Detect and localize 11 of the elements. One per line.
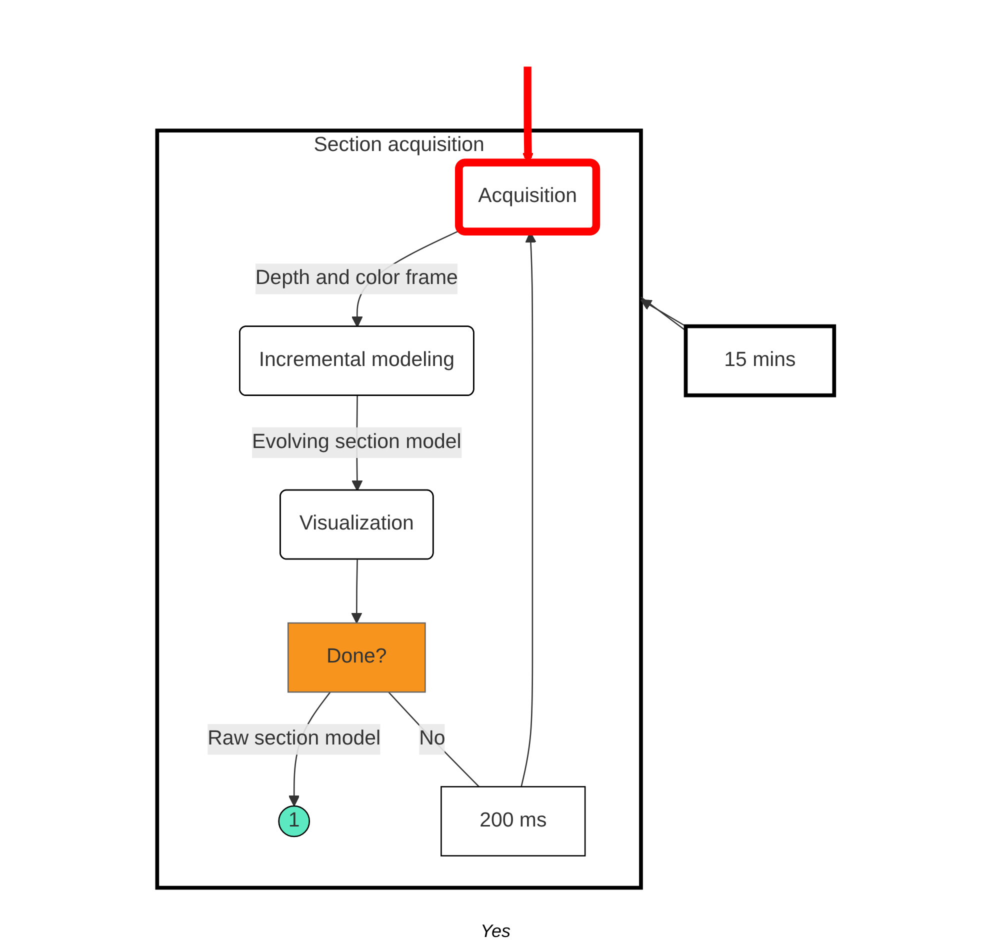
connector [388,691,480,787]
edge-label: Raw section model [207,727,380,750]
edge-label: No [418,727,446,750]
node-box: 200 ms [440,786,586,856]
edge-label: Evolving section model [252,430,462,452]
arrow [350,559,362,623]
edge-label: Depth and color frame [255,266,458,289]
note-text: Yes [480,921,511,941]
node-box: Done? [287,622,426,692]
node-box: 15 mins [684,324,836,397]
node-circle: 1 [278,804,310,837]
